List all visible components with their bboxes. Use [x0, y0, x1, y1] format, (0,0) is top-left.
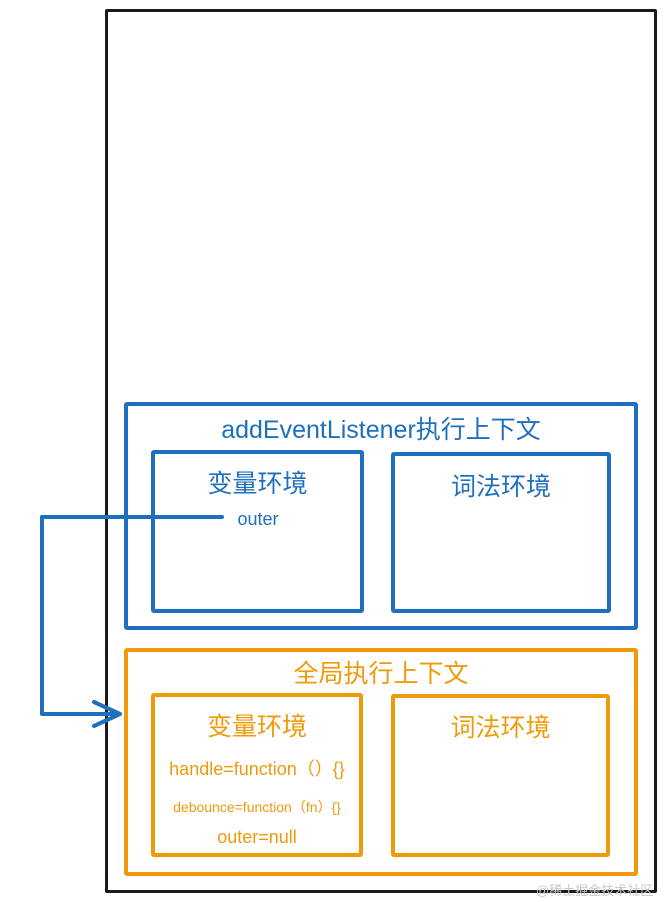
arrow-line [40, 515, 224, 716]
variable-environment-global [151, 693, 363, 857]
lexical-environment-label: 词法环境 [450, 714, 551, 742]
variable-entry-outer: outer [237, 509, 279, 529]
variable-environment-addeventlistener [151, 450, 364, 613]
variable-entry-handle: handle=function（）{} [169, 759, 345, 779]
lexical-environment-global [391, 694, 610, 857]
context-title-global: 全局执行上下文 [293, 660, 469, 688]
arrow-head-icon [92, 700, 122, 728]
variable-environment-label: 变量环境 [206, 713, 307, 741]
variable-environment-label: 变量环境 [207, 470, 308, 498]
variable-entry-debounce: debounce=function（fn）{} [173, 799, 341, 815]
variable-entry-outer-null: outer=null [217, 827, 297, 847]
lexical-environment-label: 词法环境 [450, 473, 551, 501]
call-stack-frame [105, 9, 657, 893]
watermark: @稀土掘金技术社区 [536, 883, 654, 898]
context-global [124, 648, 638, 876]
context-title-addeventlistener: addEventListener执行上下文 [221, 416, 541, 444]
lexical-environment-addeventlistener [391, 452, 611, 613]
